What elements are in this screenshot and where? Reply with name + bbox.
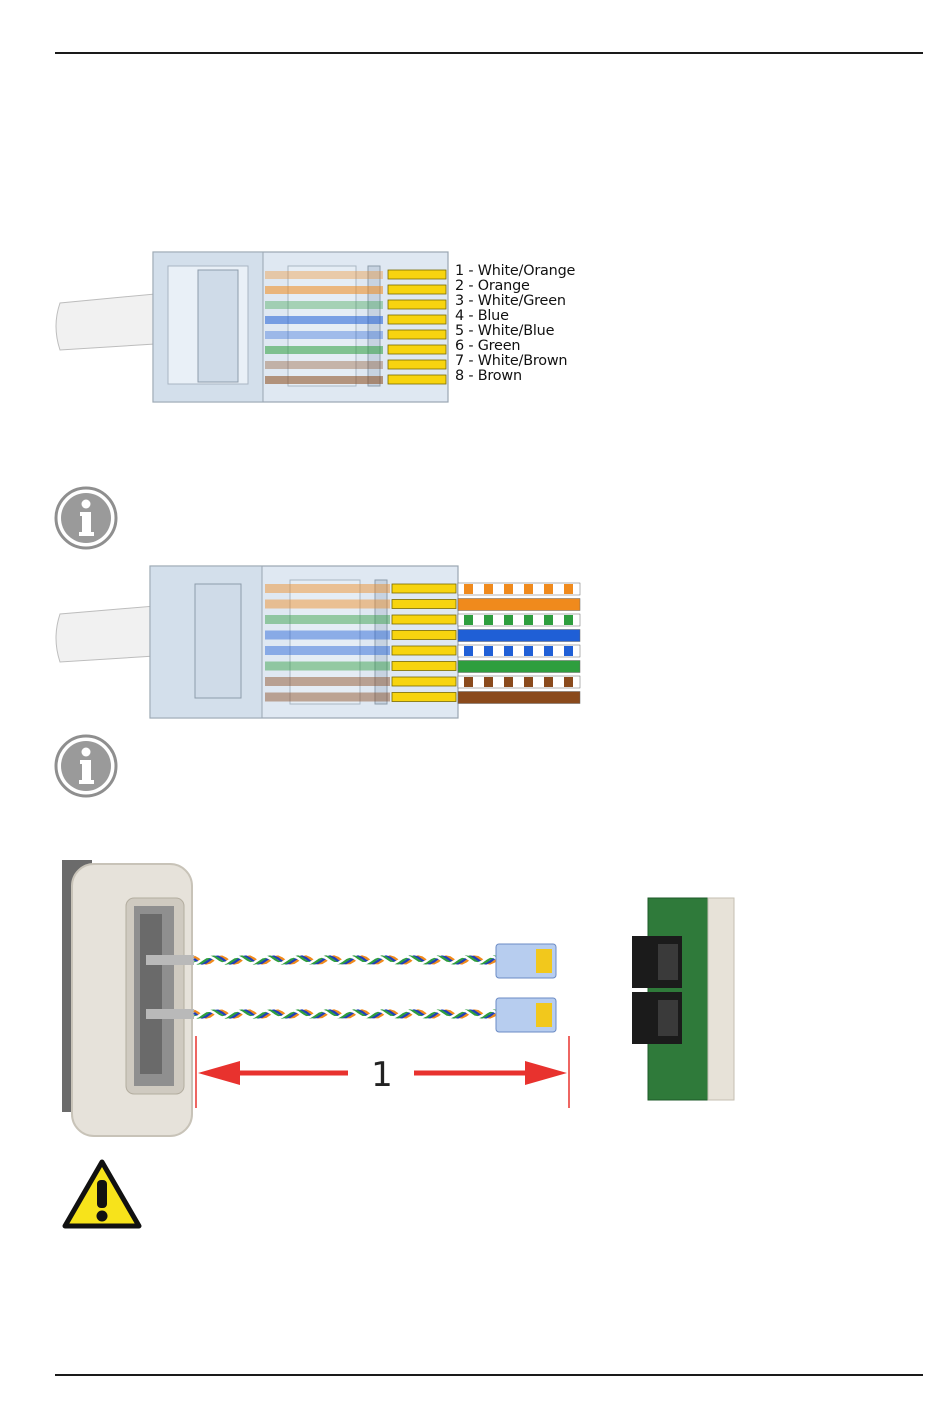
pin-contact	[388, 375, 446, 384]
wire-stripe	[484, 677, 493, 687]
wire	[265, 662, 390, 671]
wire	[458, 630, 580, 642]
cable-length-figure: 1	[58, 852, 748, 1142]
wire	[265, 584, 390, 593]
wire-stripe	[564, 646, 573, 656]
wire	[265, 693, 390, 702]
pin-contact	[392, 631, 456, 640]
pin-label: 5 - White/Blue	[455, 324, 575, 339]
wire	[265, 677, 390, 686]
wire	[265, 271, 383, 279]
wire-stripe	[544, 646, 553, 656]
header-rule	[55, 52, 923, 54]
wire-stripe	[564, 584, 573, 594]
wire-stripe	[464, 646, 473, 656]
wire	[458, 599, 580, 611]
pin-contact	[388, 360, 446, 369]
wire	[265, 615, 390, 624]
wire	[458, 692, 580, 704]
wire	[265, 331, 383, 339]
info-icon	[54, 486, 118, 550]
wire	[458, 676, 580, 688]
pin-contact	[388, 300, 446, 309]
wire-stripe	[464, 615, 473, 625]
wire	[265, 286, 383, 294]
wire	[265, 600, 390, 609]
pin-label: 2 - Orange	[455, 279, 575, 294]
wire	[458, 661, 580, 673]
wire	[458, 614, 580, 626]
wire-stripe	[504, 646, 513, 656]
warning-icon	[62, 1158, 142, 1230]
pin-label: 7 - White/Brown	[455, 354, 575, 369]
wire	[458, 583, 580, 595]
wire-stripe	[484, 584, 493, 594]
dimension-label: 1	[371, 1055, 393, 1095]
wire-stripe	[524, 646, 533, 656]
wire-stripe	[524, 615, 533, 625]
pin-contact	[388, 285, 446, 294]
wire	[458, 645, 580, 657]
pin-label: 3 - White/Green	[455, 294, 575, 309]
info-icon	[54, 734, 118, 798]
pin-contact	[392, 615, 456, 624]
wire	[265, 376, 383, 384]
wire-stripe	[504, 615, 513, 625]
pin-label: 1 - White/Orange	[455, 264, 575, 279]
pin-contact	[392, 693, 456, 702]
pin-contact	[392, 600, 456, 609]
footer-rule	[55, 1374, 923, 1376]
pin-contact	[392, 677, 456, 686]
wire	[265, 646, 390, 655]
wire	[265, 316, 383, 324]
wire	[265, 361, 383, 369]
wire-stripe	[504, 677, 513, 687]
pin-contact	[388, 330, 446, 339]
wire-stripe	[464, 584, 473, 594]
wire-stripe	[544, 615, 553, 625]
pin-label: 8 - Brown	[455, 369, 575, 384]
wire	[265, 631, 390, 640]
wire-stripe	[544, 584, 553, 594]
pin-contact	[388, 315, 446, 324]
pin-contact	[388, 345, 446, 354]
wire-stripe	[564, 615, 573, 625]
rj45-plug-pinout-figure	[50, 248, 460, 408]
wire-stripe	[464, 677, 473, 687]
pin-label: 6 - Green	[455, 339, 575, 354]
wire-stripe	[524, 584, 533, 594]
pin-contact	[388, 270, 446, 279]
wire-stripe	[484, 646, 493, 656]
wire-stripe	[544, 677, 553, 687]
pin-contact	[392, 662, 456, 671]
pin-contact	[392, 584, 456, 593]
wire	[265, 301, 383, 309]
wire-stripe	[524, 677, 533, 687]
pin-contact	[392, 646, 456, 655]
wire-stripe	[564, 677, 573, 687]
rj45-plug-wired-figure	[50, 562, 585, 722]
pin-label: 4 - Blue	[455, 309, 575, 324]
wire	[265, 346, 383, 354]
wire-stripe	[484, 615, 493, 625]
wire-stripe	[504, 584, 513, 594]
